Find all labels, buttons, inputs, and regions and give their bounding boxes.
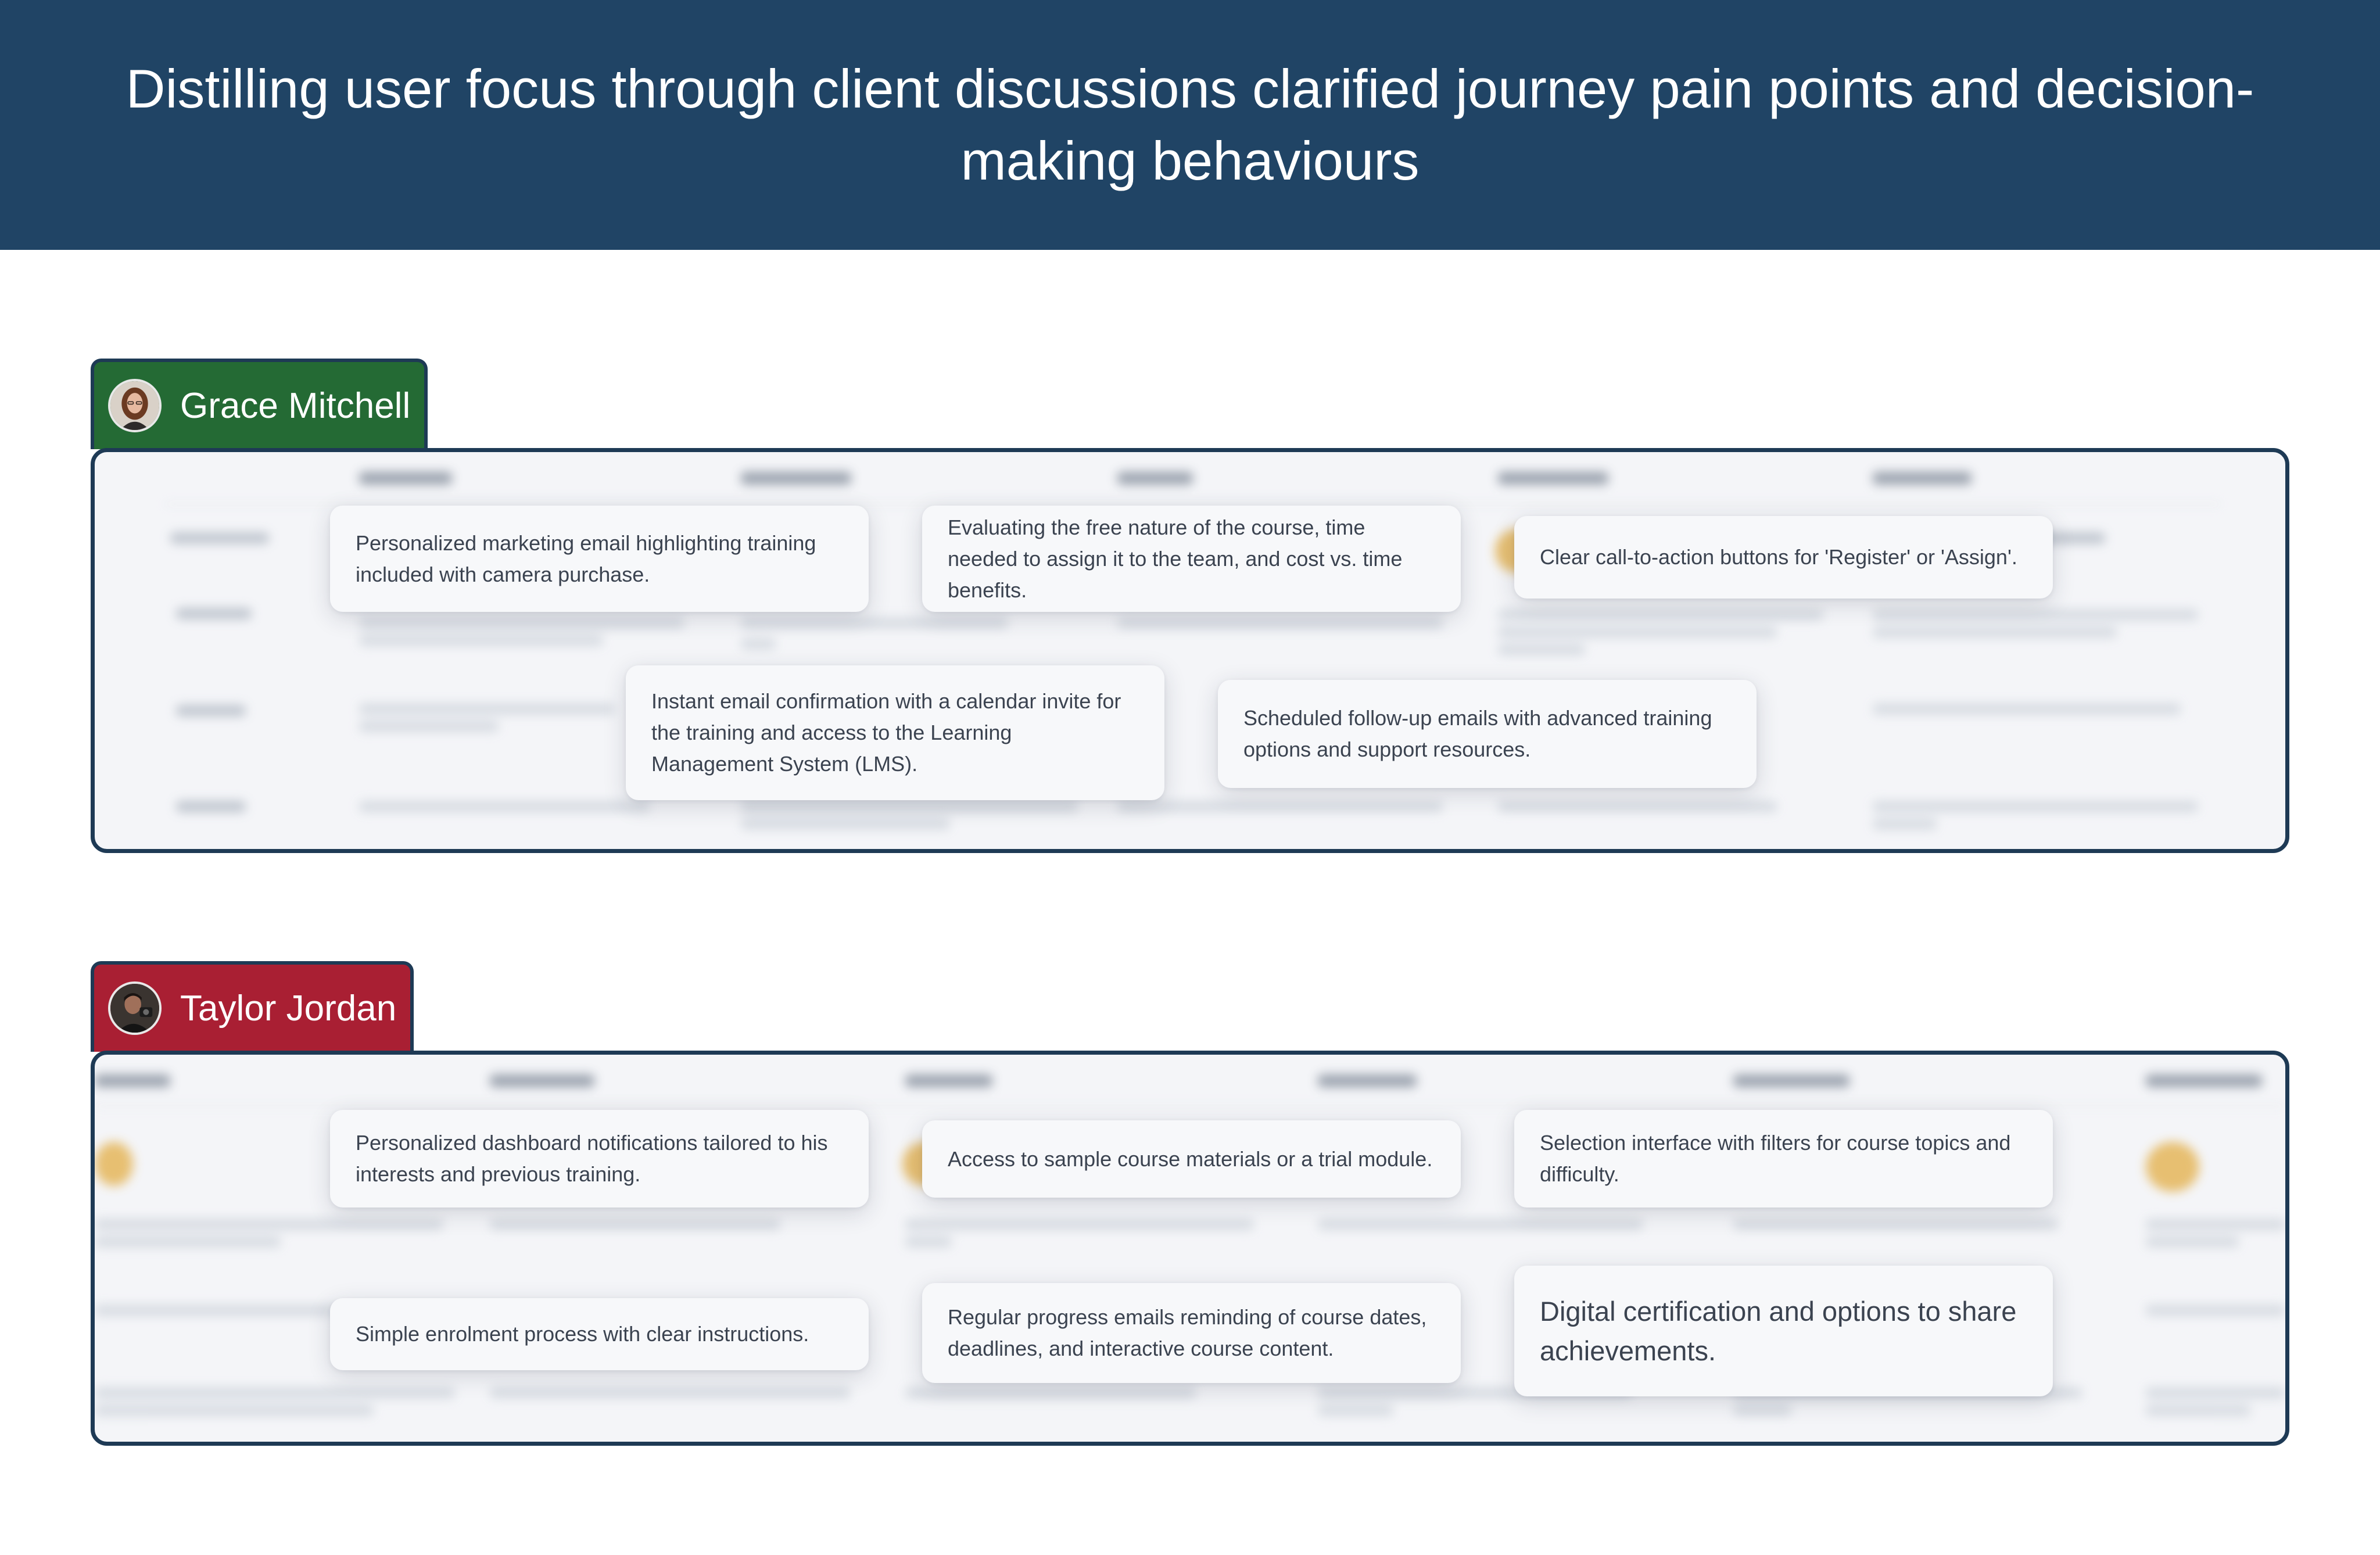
man-portrait-avatar: [108, 981, 162, 1035]
persona-name: Grace Mitchell: [180, 385, 411, 426]
persona-tab-taylor-jordan[interactable]: Taylor Jordan: [91, 961, 414, 1052]
journey-card: Instant email confirmation with a calend…: [626, 665, 1164, 800]
journey-card: Selection interface with filters for cou…: [1514, 1110, 2053, 1208]
woman-portrait-icon: [110, 381, 159, 430]
journey-panel-taylor-jordan: Personalized dashboard notifications tai…: [91, 1051, 2289, 1446]
journey-card: Personalized dashboard notifications tai…: [330, 1110, 869, 1208]
persona-name: Taylor Jordan: [180, 988, 397, 1029]
journey-card: Regular progress emails reminding of cou…: [922, 1283, 1461, 1383]
journey-card: Evaluating the free nature of the course…: [922, 506, 1461, 612]
journey-card: Scheduled follow-up emails with advanced…: [1218, 680, 1757, 788]
journey-card: Personalized marketing email highlightin…: [330, 506, 869, 612]
page-header: Distilling user focus through client dis…: [0, 0, 2380, 250]
woman-portrait-avatar: [108, 379, 162, 432]
journey-card: Clear call-to-action buttons for 'Regist…: [1514, 516, 2053, 599]
man-portrait-icon: [110, 984, 159, 1033]
journey-panel-grace-mitchell: Personalized marketing email highlightin…: [91, 448, 2289, 853]
journey-card: Simple enrolment process with clear inst…: [330, 1298, 869, 1370]
persona-tab-grace-mitchell[interactable]: Grace Mitchell: [91, 359, 428, 449]
page-title: Distilling user focus through client dis…: [126, 58, 2254, 191]
journey-card: Digital certification and options to sha…: [1514, 1266, 2053, 1396]
journey-card: Access to sample course materials or a t…: [922, 1120, 1461, 1198]
